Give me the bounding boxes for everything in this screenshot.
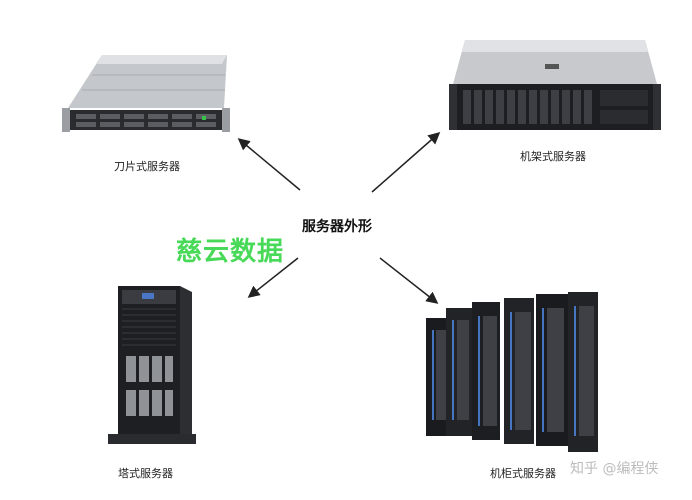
blade-server-label: 刀片式服务器 xyxy=(114,160,180,173)
credit-text: 知乎 @编程侠 xyxy=(570,461,659,477)
tower-server-label: 塔式服务器 xyxy=(118,467,173,480)
arrow-to-cabinet xyxy=(379,257,439,304)
arrow-to-rack xyxy=(371,132,441,193)
watermark-text: 慈云数据 xyxy=(176,237,285,267)
arrow-to-tower xyxy=(247,257,299,298)
center-title: 服务器外形 xyxy=(302,219,372,235)
arrow-to-blade xyxy=(237,138,301,191)
rack-server-label: 机架式服务器 xyxy=(520,150,586,163)
rack-server-image xyxy=(449,40,661,130)
blade-server-image xyxy=(62,55,230,132)
cabinet-server-label: 机柜式服务器 xyxy=(490,467,556,480)
tower-server-image xyxy=(108,286,196,444)
cabinet-server-image xyxy=(426,292,598,452)
